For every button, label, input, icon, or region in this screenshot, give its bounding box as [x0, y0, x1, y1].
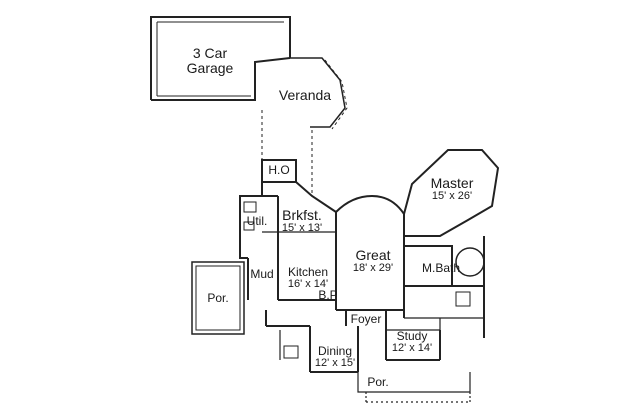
master-walls	[403, 149, 500, 346]
brkfst-label: Brkfst. 15' x 13'	[272, 208, 332, 234]
garage-label: 3 Car Garage	[170, 46, 250, 75]
garage-name: 3 Car	[192, 45, 228, 61]
front-porch-name: Por.	[367, 375, 389, 389]
veranda-outline	[261, 57, 348, 195]
side-porch-walls	[191, 261, 245, 335]
brkfst-dims: 15' x 13'	[281, 221, 323, 234]
garage-name-2: Garage	[186, 59, 234, 76]
veranda-name: Veranda	[278, 87, 332, 103]
master-dims: 15' x 26'	[431, 189, 473, 202]
front-porch-walls	[357, 372, 471, 403]
front-porch-label: Por.	[362, 376, 394, 389]
ho-label: H.O	[263, 164, 295, 177]
garage-walls	[150, 16, 291, 101]
study-name: Study	[396, 329, 428, 343]
study-label: Study 12' x 14'	[386, 330, 438, 354]
side-porch-label: Por.	[200, 292, 236, 305]
foyer-name: Foyer	[350, 312, 382, 326]
front-rooms-walls	[265, 310, 441, 373]
mud-name: Mud	[250, 267, 274, 281]
mbath-label: M.Bath	[415, 262, 467, 275]
ho-name: H.O	[268, 163, 290, 177]
master-name: Master	[430, 175, 474, 191]
kitchen-block-walls	[239, 181, 337, 310]
ho-walls	[261, 159, 297, 183]
study-dims: 12' x 14'	[391, 341, 433, 354]
dining-name: Dining	[317, 344, 353, 358]
util-name: Util.	[246, 214, 268, 228]
mud-label: Mud	[246, 268, 278, 281]
great-name: Great	[355, 247, 391, 263]
util-label: Util.	[241, 215, 273, 228]
great-label: Great 18' x 29'	[340, 248, 406, 274]
kitchen-label: Kitchen 16' x 14'	[278, 266, 338, 290]
kitchen-name: Kitchen	[287, 265, 329, 279]
master-label: Master 15' x 26'	[420, 176, 484, 202]
veranda-label: Veranda	[270, 88, 340, 103]
side-porch-name: Por.	[207, 291, 229, 305]
bp-name: B.P	[318, 288, 338, 302]
dining-label: Dining 12' x 15'	[308, 345, 362, 369]
dining-dims: 12' x 15'	[314, 356, 356, 369]
foyer-label: Foyer	[344, 313, 388, 326]
bp-label: B.P	[314, 289, 342, 302]
brkfst-name: Brkfst.	[282, 207, 322, 223]
great-dims: 18' x 29'	[352, 261, 394, 274]
kitchen-dims: 16' x 14'	[287, 277, 329, 290]
mbath-name: M.Bath	[421, 261, 460, 275]
